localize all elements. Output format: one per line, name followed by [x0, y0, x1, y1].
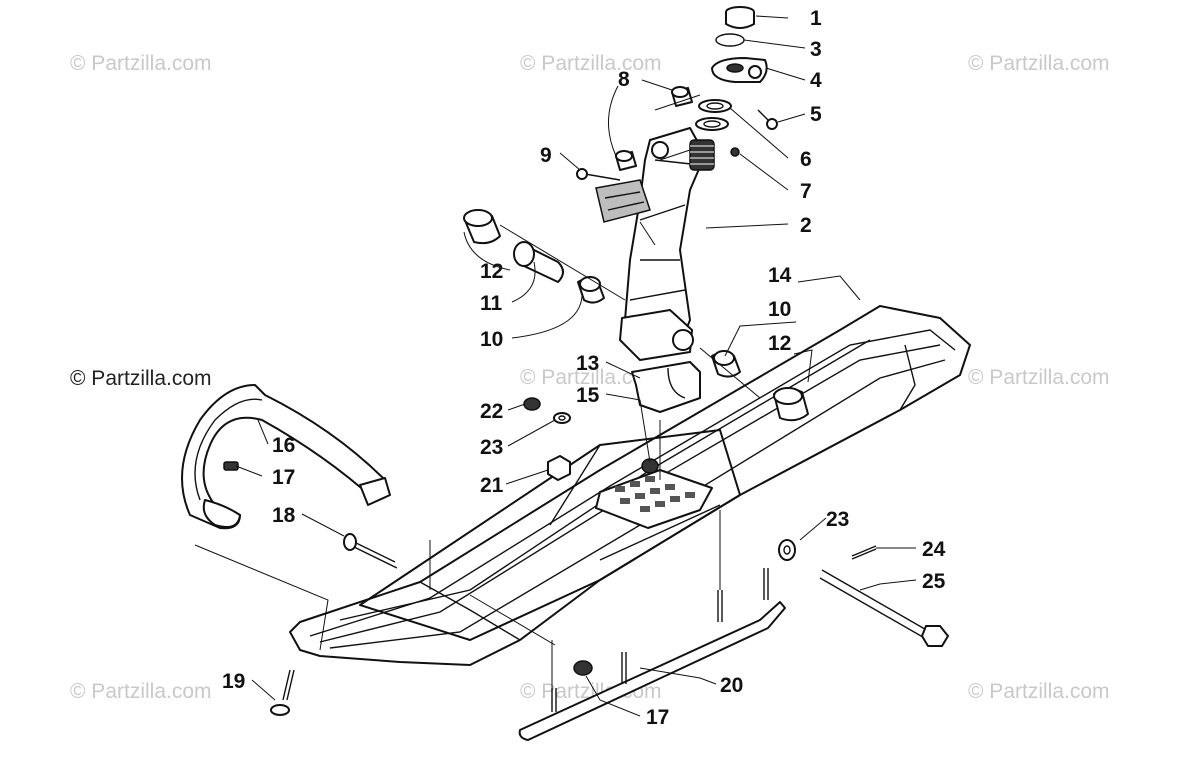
callout-24: 24: [922, 538, 946, 561]
washer-23-upper: [553, 412, 571, 424]
callout-6: 6: [800, 148, 812, 171]
callout-19: 19: [222, 670, 245, 693]
grease-fitting: [730, 147, 740, 157]
callout-20: 20: [720, 674, 743, 697]
watermark-mid-right: © Partzilla.com: [968, 366, 1110, 389]
arm-bolt: [757, 109, 778, 130]
bushing-12-left: [463, 209, 501, 245]
callout-12-right: 12: [768, 332, 791, 355]
callout-9: 9: [540, 144, 552, 167]
bolt-18: [343, 533, 398, 569]
bushing-10-right: [711, 350, 741, 378]
nut-21: [547, 455, 571, 481]
watermark-bottom-left: © Partzilla.com: [70, 680, 212, 703]
watermark-top-right: © Partzilla.com: [968, 52, 1110, 75]
bushing-10-left: [577, 276, 605, 304]
callout-17-top: 17: [272, 466, 295, 489]
insert-17-top: [223, 461, 239, 471]
callout-25: 25: [922, 570, 946, 593]
steering-arm: [711, 57, 768, 83]
watermark-mid-left: © Partzilla.com: [70, 367, 212, 390]
callout-3: 3: [810, 38, 822, 61]
callout-11: 11: [480, 292, 503, 315]
callout-16: 16: [272, 434, 295, 457]
bushing-upper: [671, 86, 693, 107]
callout-18: 18: [272, 504, 296, 527]
callout-5: 5: [810, 103, 822, 126]
limiter-bolt: [576, 168, 621, 181]
callout-23-right: 23: [826, 508, 849, 531]
washers: [695, 99, 732, 131]
cotter-pin-24: [851, 545, 877, 560]
callout-13: 13: [576, 352, 599, 375]
bushing-lower: [615, 150, 637, 171]
callout-7: 7: [800, 180, 812, 203]
saddle-block: [631, 361, 701, 413]
leader-lines: [235, 15, 917, 717]
callout-numbers: 1 3 4 5 6 7 8 9 2 12 11 10 14 10 12 13 1…: [222, 7, 946, 729]
snap-ring: [715, 33, 745, 47]
callout-12-left: 12: [480, 260, 503, 283]
callout-4: 4: [810, 69, 822, 92]
screw-19: [270, 669, 295, 716]
bolt-25: [819, 569, 949, 647]
callout-2: 2: [800, 214, 812, 237]
washer-23-right: [778, 539, 796, 561]
guide-lines: [194, 94, 761, 690]
bushing-12-right: [773, 387, 809, 422]
sleeve-11: [513, 241, 564, 283]
callout-17-bottom: 17: [646, 706, 669, 729]
watermark-bottom-right: © Partzilla.com: [968, 680, 1110, 703]
callout-10-left: 10: [480, 328, 503, 351]
callout-23-upper: 23: [480, 436, 503, 459]
nut-22: [523, 397, 541, 411]
top-cap: [725, 6, 755, 29]
watermark-top-left: © Partzilla.com: [70, 52, 212, 75]
callout-10-right: 10: [768, 298, 791, 321]
callout-15: 15: [576, 384, 600, 407]
watermark-top-center: © Partzilla.com: [520, 52, 662, 75]
limiter-plate: [595, 179, 651, 223]
callout-21: 21: [480, 474, 504, 497]
spindle: [619, 127, 715, 361]
callout-1: 1: [810, 7, 822, 30]
callout-8: 8: [618, 68, 630, 91]
nut-17-bottom: [573, 660, 593, 676]
callout-14: 14: [768, 264, 792, 287]
callout-22: 22: [480, 400, 503, 423]
ski-handle: [181, 384, 391, 530]
mount-plate: [595, 469, 713, 529]
carbide-runner: [518, 568, 786, 741]
